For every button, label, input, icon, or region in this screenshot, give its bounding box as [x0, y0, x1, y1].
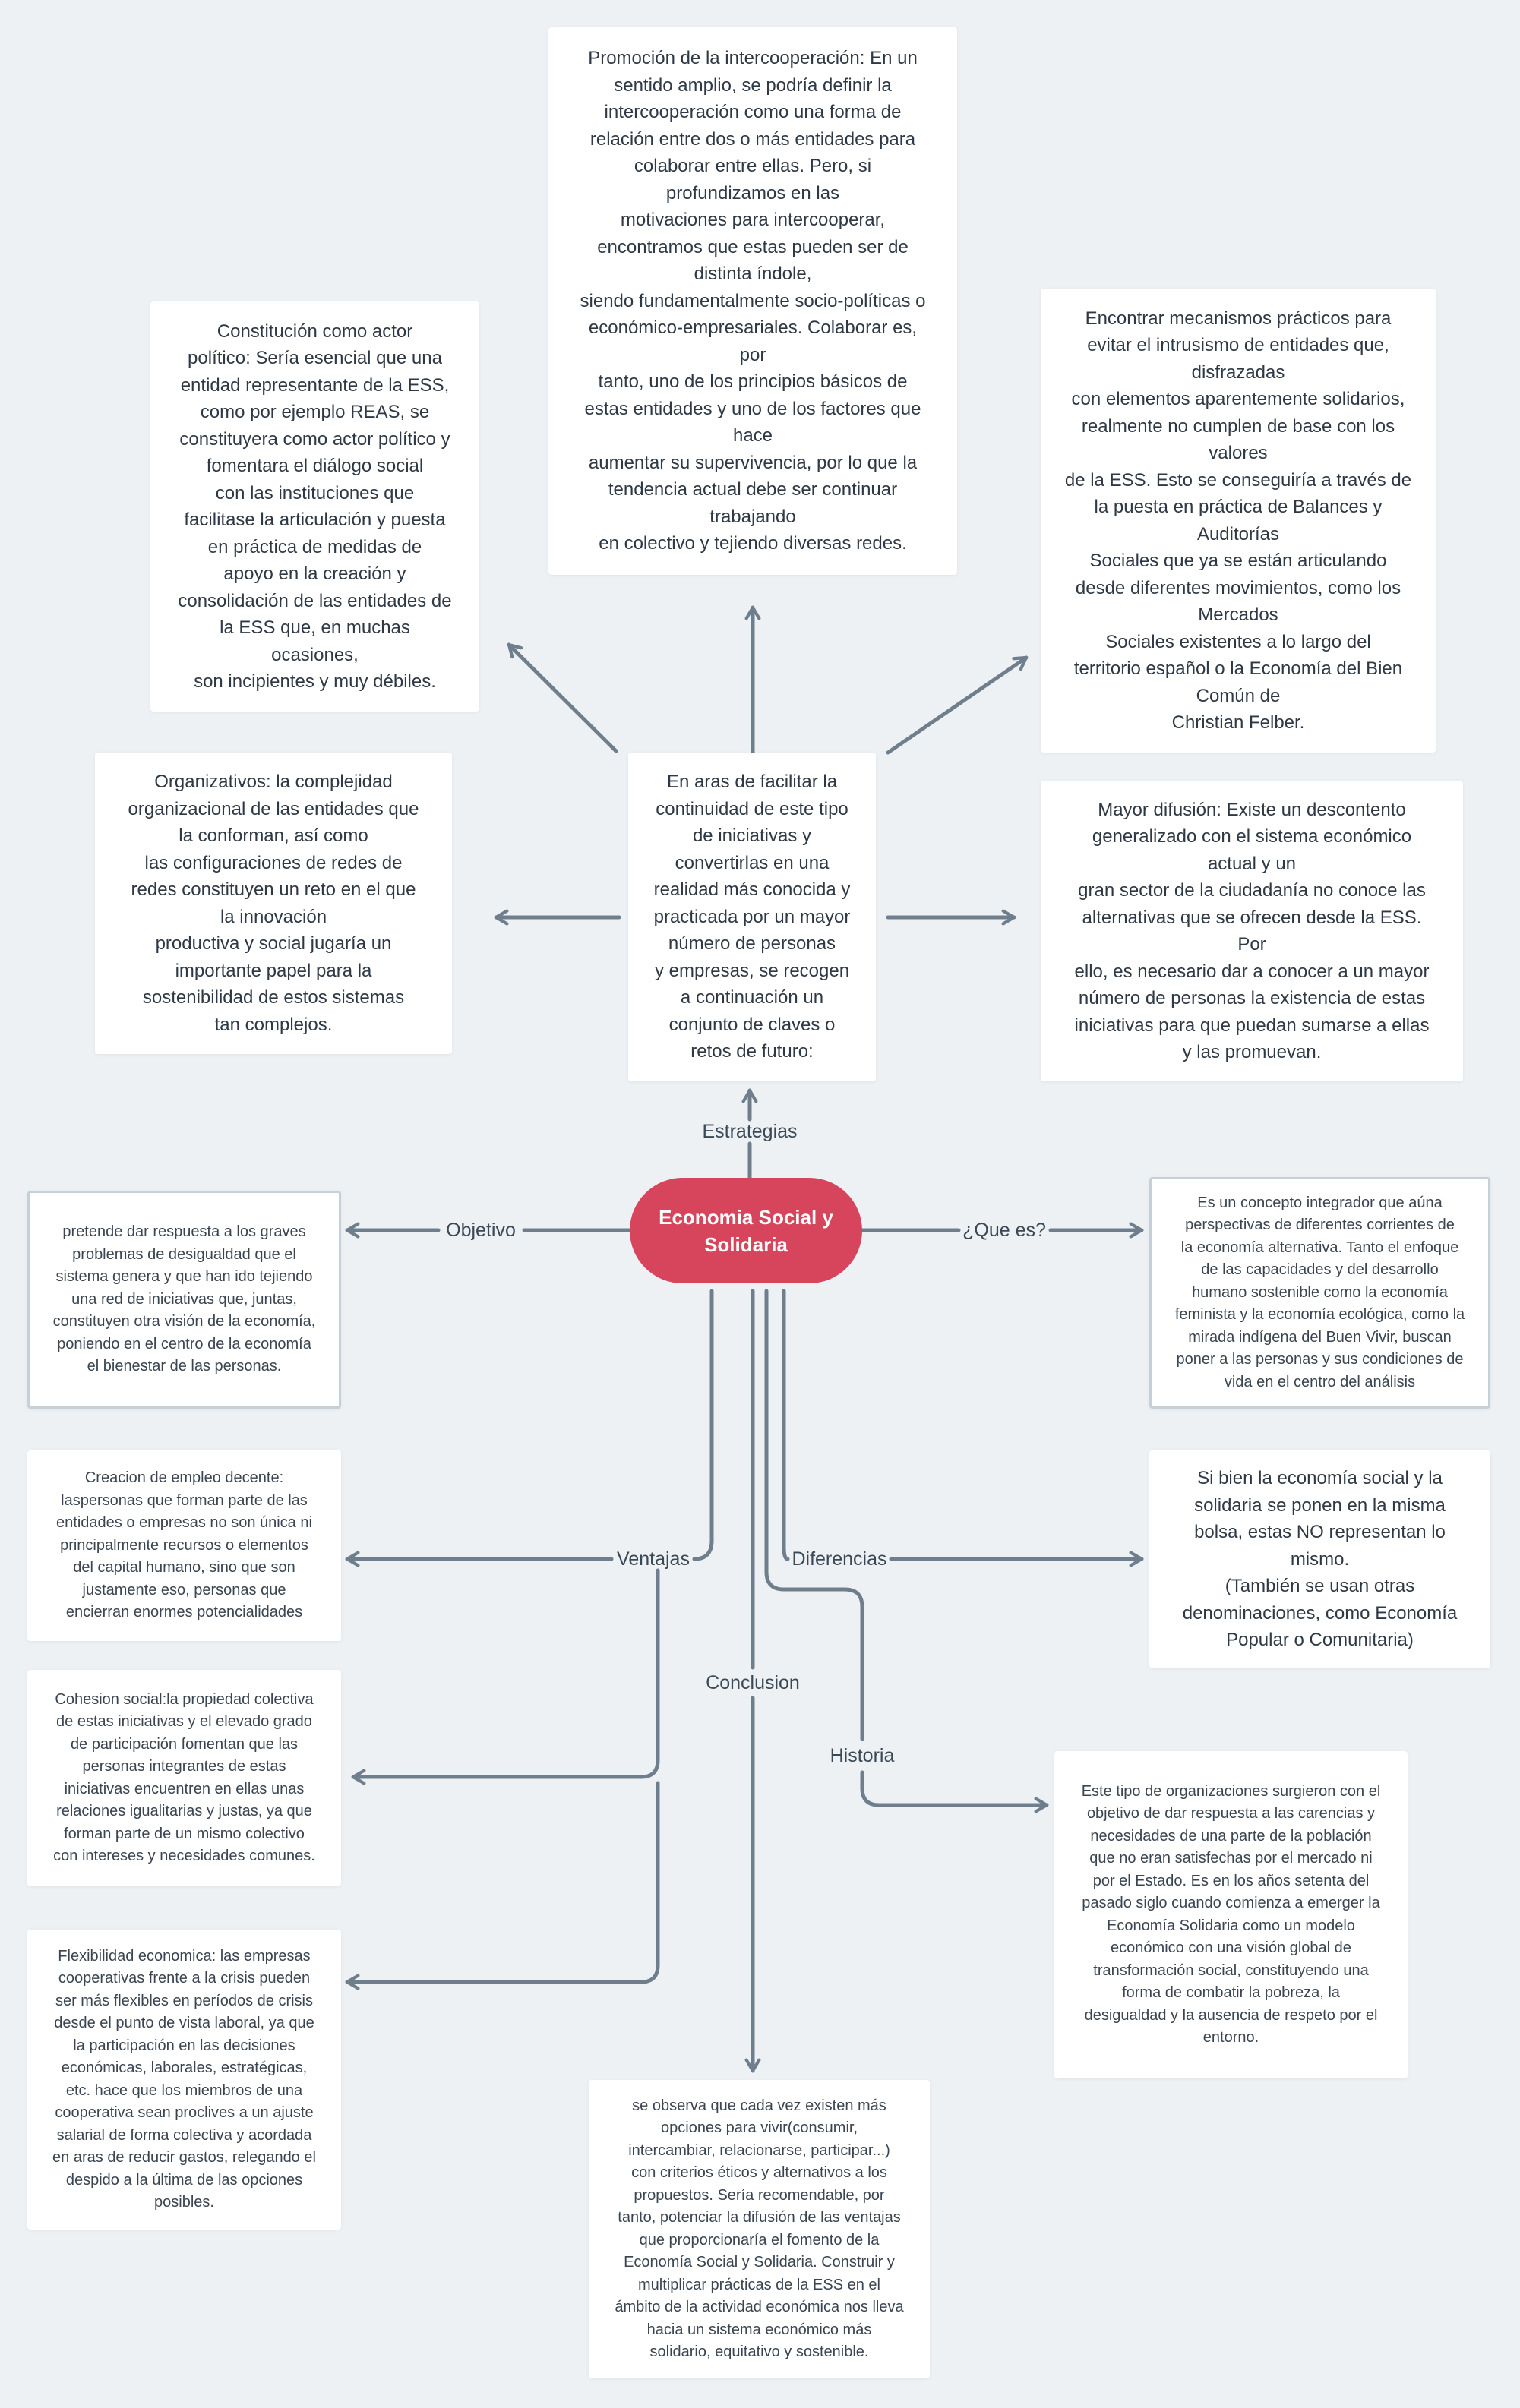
- organizativos-text: Organizativos: la complejidad organizaci…: [128, 772, 419, 1035]
- intrusismo-box: Encontrar mecanismos prácticos para evit…: [1041, 289, 1436, 753]
- estrategias-intro-text: En aras de facilitar la continuidad de e…: [653, 772, 851, 1062]
- connector-intro-to-intrusismo: [886, 655, 1029, 755]
- central-topic-node: Economia Social y Solidaria: [630, 1178, 862, 1283]
- ventaja-cohesion-text: Cohesion social:la propiedad colectiva d…: [53, 1690, 315, 1865]
- organizativos-box: Organizativos: la complejidad organizaci…: [95, 753, 452, 1054]
- connector-node-to-historia-label: [764, 1289, 864, 1741]
- ventaja-flexibilidad-text: Flexibilidad economica: las empresas coo…: [52, 1947, 316, 2211]
- objetivo-box: pretende dar respuesta a los graves prob…: [27, 1191, 341, 1409]
- intrusismo-text: Encontrar mecanismos prácticos para evit…: [1064, 308, 1412, 734]
- difusion-box: Mayor difusión: Existe un descontento ge…: [1041, 781, 1463, 1081]
- que-es-text: Es un concepto integrador que aúna persp…: [1174, 1194, 1465, 1390]
- historia-box: Este tipo de organizaciones surgieron co…: [1054, 1751, 1408, 2078]
- ventajas-label: Ventajas: [617, 1548, 690, 1570]
- ventaja-cohesion-box: Cohesion social:la propiedad colectiva d…: [27, 1670, 341, 1886]
- objetivo-label: Objetivo: [446, 1220, 516, 1241]
- connector-historia-label-to-box: [860, 1770, 1049, 1813]
- historia-text: Este tipo de organizaciones surgieron co…: [1081, 1782, 1381, 2047]
- actor-politico-text: Constitución como actor político: Sería …: [178, 320, 452, 693]
- conclusion-label: Conclusion: [706, 1672, 800, 1693]
- central-topic-text: Economia Social y Solidaria: [659, 1205, 833, 1256]
- ventaja-flexibilidad-box: Flexibilidad economica: las empresas coo…: [27, 1930, 341, 2230]
- connector-node-to-diferencias-label: [782, 1289, 790, 1561]
- difusion-text: Mayor difusión: Existe un descontento ge…: [1074, 799, 1430, 1063]
- diferencias-text: Si bien la economía social y la solidari…: [1182, 1468, 1458, 1651]
- estrategias-intro-box: En aras de facilitar la continuidad de e…: [628, 753, 876, 1081]
- historia-label: Historia: [830, 1745, 895, 1766]
- diferencias-label: Diferencias: [792, 1548, 887, 1570]
- connector-node-to-ventajas-label: [692, 1289, 714, 1561]
- connector-ventajas-to-item-2: [351, 1568, 660, 1785]
- ventaja-empleo-text: Creacion de empleo decente: laspersonas …: [56, 1469, 312, 1621]
- objetivo-text: pretende dar respuesta a los graves prob…: [52, 1223, 316, 1375]
- que-es-label: ¿Que es?: [962, 1220, 1046, 1241]
- connector-intro-to-actor-politico: [507, 642, 618, 753]
- ventaja-empleo-box: Creacion de empleo decente: laspersonas …: [27, 1450, 341, 1641]
- connector-ventajas-to-item-3: [345, 1781, 660, 1990]
- intercooperacion-text: Promoción de la intercooperación: En un …: [580, 48, 926, 554]
- actor-politico-box: Constitución como actor político: Sería …: [150, 301, 479, 712]
- diferencias-box: Si bien la economía social y la solidari…: [1149, 1450, 1490, 1668]
- intercooperacion-box: Promoción de la intercooperación: En un …: [548, 27, 957, 575]
- que-es-box: Es un concepto integrador que aúna persp…: [1149, 1177, 1490, 1409]
- estrategias-label: Estrategias: [702, 1121, 798, 1142]
- conclusion-text: se observa que cada vez existen más opci…: [615, 2097, 904, 2361]
- conclusion-box: se observa que cada vez existen más opci…: [589, 2080, 930, 2378]
